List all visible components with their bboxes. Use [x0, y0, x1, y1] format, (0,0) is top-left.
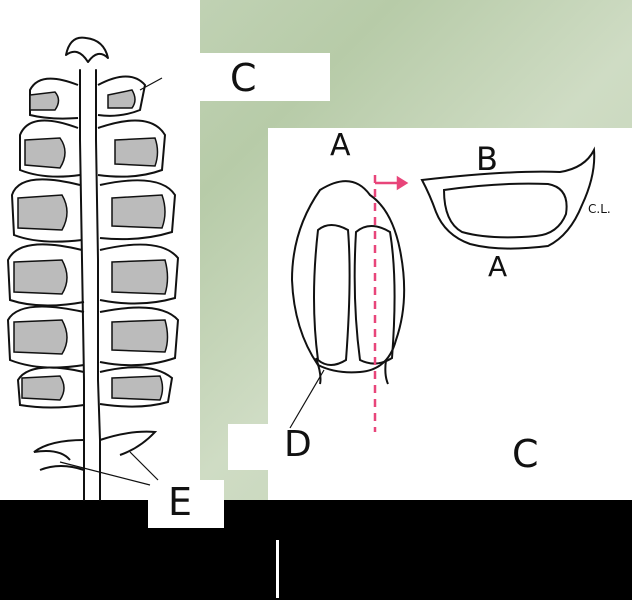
cone-scales-left	[6, 77, 85, 409]
cone-axis-left	[79, 69, 85, 501]
cross-section-outline	[420, 146, 596, 250]
section-arrow	[375, 175, 409, 191]
seed-wing-right	[384, 359, 389, 385]
seed-wing-left	[315, 357, 322, 385]
pointer-c	[139, 77, 163, 91]
cone-axis-right	[95, 69, 101, 501]
cross-section-seed	[442, 182, 568, 239]
label-box-d	[228, 424, 368, 470]
cone-bracts	[33, 430, 158, 471]
text-cursor	[276, 540, 279, 598]
cone-scales-right	[97, 75, 180, 408]
label-cl: C.L.	[588, 202, 611, 216]
seed-left	[313, 224, 351, 366]
scale-outline	[290, 180, 406, 374]
label-b: B	[476, 140, 498, 178]
label-c-right: C	[512, 432, 539, 476]
pointer-lines	[59, 77, 325, 486]
pointer-e-2	[129, 451, 159, 481]
pointer-e-1	[59, 461, 151, 486]
label-d: D	[284, 424, 312, 465]
label-e: E	[168, 480, 193, 524]
scale-with-seeds	[290, 180, 406, 385]
cross-section	[420, 146, 596, 250]
label-c-top: C	[230, 56, 257, 100]
seed-right	[353, 225, 396, 365]
label-box-e	[148, 480, 224, 528]
pointer-d	[289, 369, 325, 429]
label-a-top: A	[330, 128, 351, 163]
cone-apex	[65, 36, 109, 63]
cone-seeds-left	[13, 91, 68, 401]
cone-seeds-right	[107, 89, 169, 401]
label-a-bottom: A	[488, 250, 508, 283]
label-box-c-top	[190, 53, 330, 101]
